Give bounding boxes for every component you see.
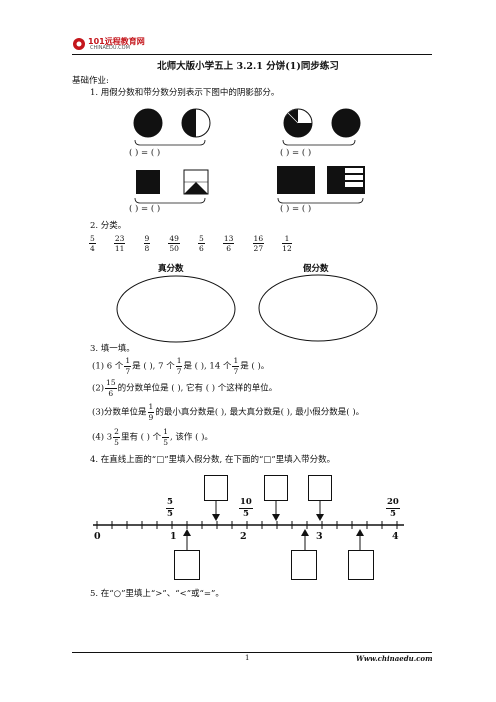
page-number: 1	[245, 654, 250, 662]
section-label: 基础作业:	[72, 76, 109, 86]
q1-blank-4[interactable]: ( ) = ( )	[280, 204, 312, 214]
q4-text: 4. 在直线上面的“□”里填入假分数, 在下面的“□”里填入带分数。	[90, 455, 336, 465]
q1-text: 1. 用假分数和带分数分别表示下图中的阴影部分。	[90, 88, 280, 98]
q1-blank-2[interactable]: ( ) = ( )	[280, 148, 312, 158]
answer-box-top[interactable]	[204, 475, 228, 501]
q1-blank-3[interactable]: ( ) = ( )	[129, 204, 161, 214]
logo: 101远程教育网 CHINAEDU.COM	[72, 36, 152, 52]
tick-label: 1	[170, 531, 177, 542]
q1-blank-1[interactable]: ( ) = ( )	[129, 148, 161, 158]
tick-label: 2	[240, 531, 247, 542]
answer-box-top[interactable]	[308, 475, 332, 501]
page-title: 北师大版小学五上 3.2.1 分饼(1)同步练习	[157, 61, 339, 72]
sort-ovals[interactable]	[0, 270, 496, 350]
footer-site: Www.chinaedu.com	[356, 654, 433, 663]
answer-box-top[interactable]	[264, 475, 288, 501]
improper-label: 假分数	[303, 264, 329, 274]
logo-icon	[73, 38, 85, 50]
answer-box-bottom[interactable]	[291, 550, 317, 580]
tick-label: 4	[392, 531, 399, 542]
q5-text: 5. 在“○”里填上“>”、“<”或“=”。	[90, 589, 224, 599]
logo-brand: 101远程教育网	[88, 37, 145, 46]
q3-text: 3. 填一填。	[90, 344, 135, 354]
proper-label: 真分数	[158, 264, 184, 274]
answer-box-bottom[interactable]	[174, 550, 200, 580]
tick-label: 3	[316, 531, 323, 542]
number-line-svg	[93, 500, 404, 550]
footer-rule	[72, 652, 432, 653]
logo-sub: CHINAEDU.COM	[90, 45, 130, 51]
q1-figures	[133, 108, 365, 204]
answer-box-bottom[interactable]	[348, 550, 374, 580]
q2-text: 2. 分类。	[90, 221, 127, 231]
header-rule	[72, 54, 432, 55]
tick-label: 0	[94, 531, 101, 542]
